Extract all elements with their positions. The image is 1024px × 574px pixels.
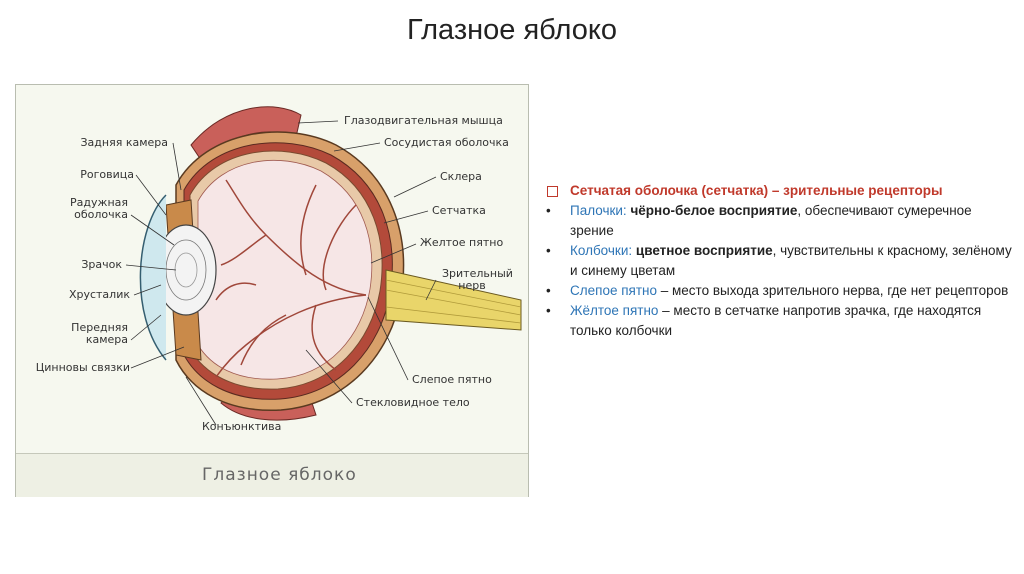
label-eye-muscle: Глазодвигательная мышца [344, 114, 503, 127]
label-posterior-chamber: Задняя камера [80, 136, 169, 149]
label-blind-spot: Слепое пятно [412, 373, 492, 386]
label-choroid: Сосудистая оболочка [384, 136, 509, 149]
label-pupil: Зрачок [81, 258, 122, 271]
bullet-icon: • [546, 243, 551, 258]
label-anterior-chamber: Передняя камера [71, 321, 128, 346]
eyeball-diagram [125, 106, 522, 426]
bullet-icon: • [546, 283, 551, 298]
slide-title: Глазное яблоко [407, 14, 617, 46]
retina-notes: Сетчатая оболочка (сетчатка) – зрительны… [546, 181, 1016, 341]
label-cornea: Роговица [80, 168, 134, 181]
bullet-icon: • [546, 203, 551, 218]
label-lens: Хрусталик [68, 288, 130, 301]
figure-caption-band: Глазное яблоко [16, 453, 528, 497]
list-item: • Жёлтое пятно – место в сетчатке напрот… [546, 303, 982, 338]
list-item: • Палочки: чёрно-белое восприятие, обесп… [546, 203, 972, 238]
label-zinn-ligaments: Цинновы связки [35, 361, 130, 374]
list-item: • Колбочки: цветное восприятие, чувствит… [546, 243, 1012, 278]
label-iris: Радужная оболочка [70, 196, 128, 221]
checkbox-bullet-icon [546, 181, 566, 203]
label-yellow-spot: Желтое пятно [420, 236, 504, 249]
label-vitreous: Стекловидное тело [356, 396, 470, 409]
list-item: • Слепое пятно – место выхода зрительног… [546, 281, 1016, 301]
label-conjunctiva: Конъюнктива [202, 420, 282, 433]
label-sclera: Склера [440, 170, 482, 183]
label-optic-nerve: Зрительный нерв [442, 267, 513, 292]
figure-caption: Глазное яблоко [202, 465, 357, 485]
bullet-icon: • [546, 303, 551, 318]
notes-heading: Сетчатая оболочка (сетчатка) – зрительны… [570, 183, 943, 198]
notes-heading-row: Сетчатая оболочка (сетчатка) – зрительны… [546, 181, 1016, 201]
eyeball-figure: Глазодвигательная мышца Сосудистая оболо… [15, 84, 529, 497]
label-retina: Сетчатка [432, 204, 486, 217]
